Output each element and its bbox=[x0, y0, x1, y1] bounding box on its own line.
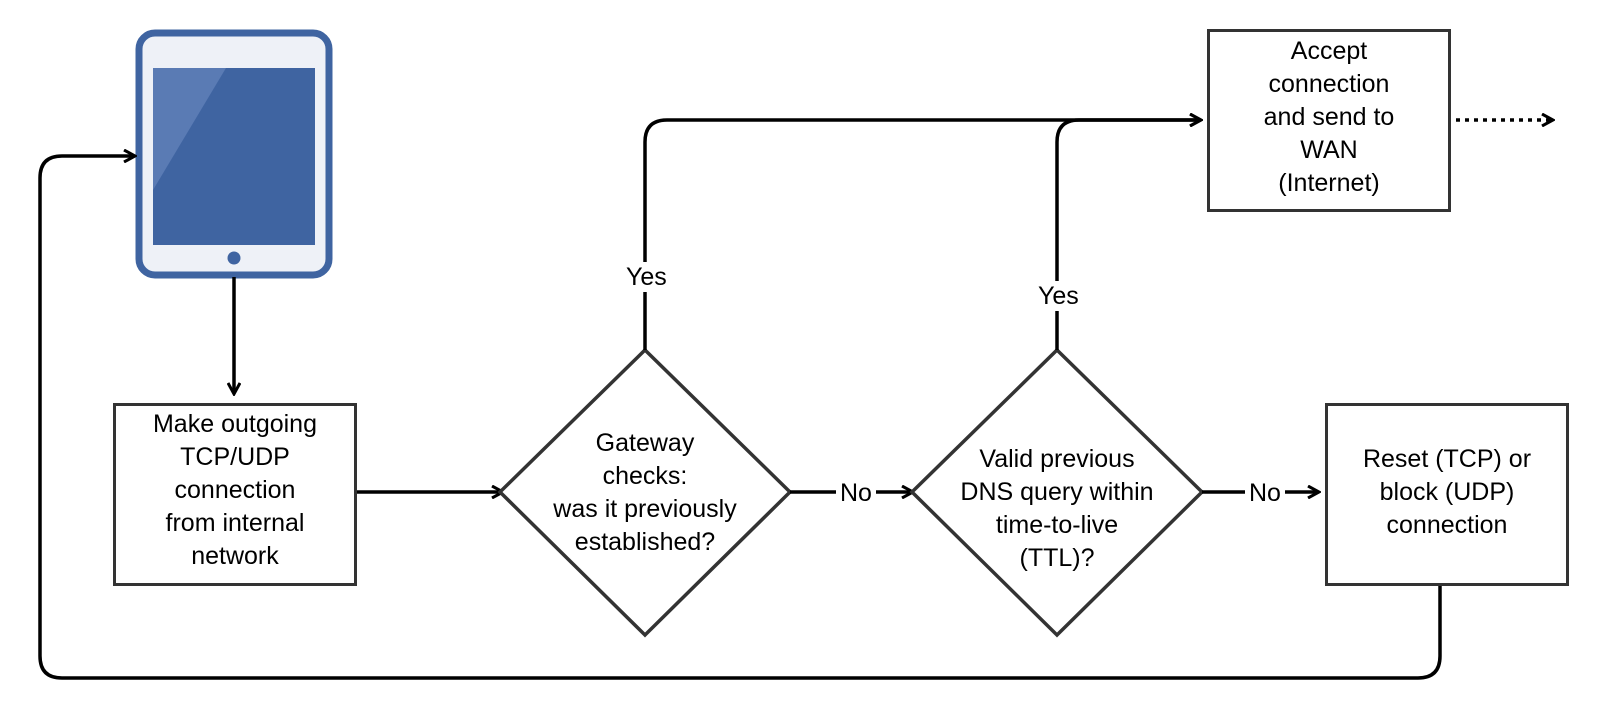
make-connection-line: TCP/UDP bbox=[180, 443, 290, 471]
gateway-check-label: Gateway checks: was it previously establ… bbox=[525, 427, 765, 559]
make-connection-label: Make outgoing TCP/UDP connection from in… bbox=[113, 408, 357, 573]
reset-box bbox=[1325, 403, 1569, 586]
dns-check-line: time-to-live bbox=[995, 511, 1119, 539]
dns-check-diamond bbox=[909, 347, 1205, 638]
dns-no-label: No bbox=[1245, 478, 1285, 508]
arrow-gateway-yes bbox=[643, 120, 1200, 350]
make-connection-box bbox=[113, 403, 357, 586]
accept-line: WAN bbox=[1300, 136, 1358, 164]
reset-line: block (UDP) bbox=[1379, 478, 1515, 506]
gateway-check-line: Gateway bbox=[595, 429, 695, 457]
dns-check-label: Valid previous DNS query within time-to-… bbox=[927, 443, 1187, 575]
reset-line: Reset (TCP) or bbox=[1362, 445, 1532, 473]
dns-check-line: Valid previous bbox=[979, 445, 1135, 473]
dns-yes-label: Yes bbox=[1038, 281, 1079, 311]
dns-check-line: (TTL)? bbox=[1019, 544, 1095, 572]
accept-label: Accept connection and send to WAN (Inter… bbox=[1207, 35, 1451, 200]
gateway-check-line: established? bbox=[574, 528, 716, 556]
gateway-yes-label: Yes bbox=[626, 262, 667, 292]
gateway-no-label: No bbox=[836, 478, 876, 508]
make-connection-line: from internal bbox=[165, 509, 305, 537]
tablet-icon bbox=[135, 29, 333, 279]
accept-line: connection bbox=[1268, 70, 1390, 98]
reset-label: Reset (TCP) or block (UDP) connection bbox=[1325, 443, 1569, 542]
gateway-check-diamond bbox=[497, 347, 793, 638]
dns-check-line: DNS query within bbox=[960, 478, 1154, 506]
make-connection-line: connection bbox=[174, 476, 296, 504]
accept-line: and send to bbox=[1263, 103, 1395, 131]
make-connection-line: Make outgoing bbox=[152, 410, 317, 438]
gateway-check-line: checks: bbox=[602, 462, 688, 490]
make-connection-line: network bbox=[191, 542, 279, 570]
accept-line: Accept bbox=[1290, 37, 1368, 65]
accept-line: (Internet) bbox=[1278, 169, 1380, 197]
accept-box bbox=[1207, 29, 1451, 212]
reset-line: connection bbox=[1386, 511, 1508, 539]
arrow-dns-yes bbox=[1055, 120, 1200, 350]
arrow-reset-loop-back bbox=[38, 156, 1442, 680]
gateway-check-line: was it previously bbox=[553, 495, 737, 523]
